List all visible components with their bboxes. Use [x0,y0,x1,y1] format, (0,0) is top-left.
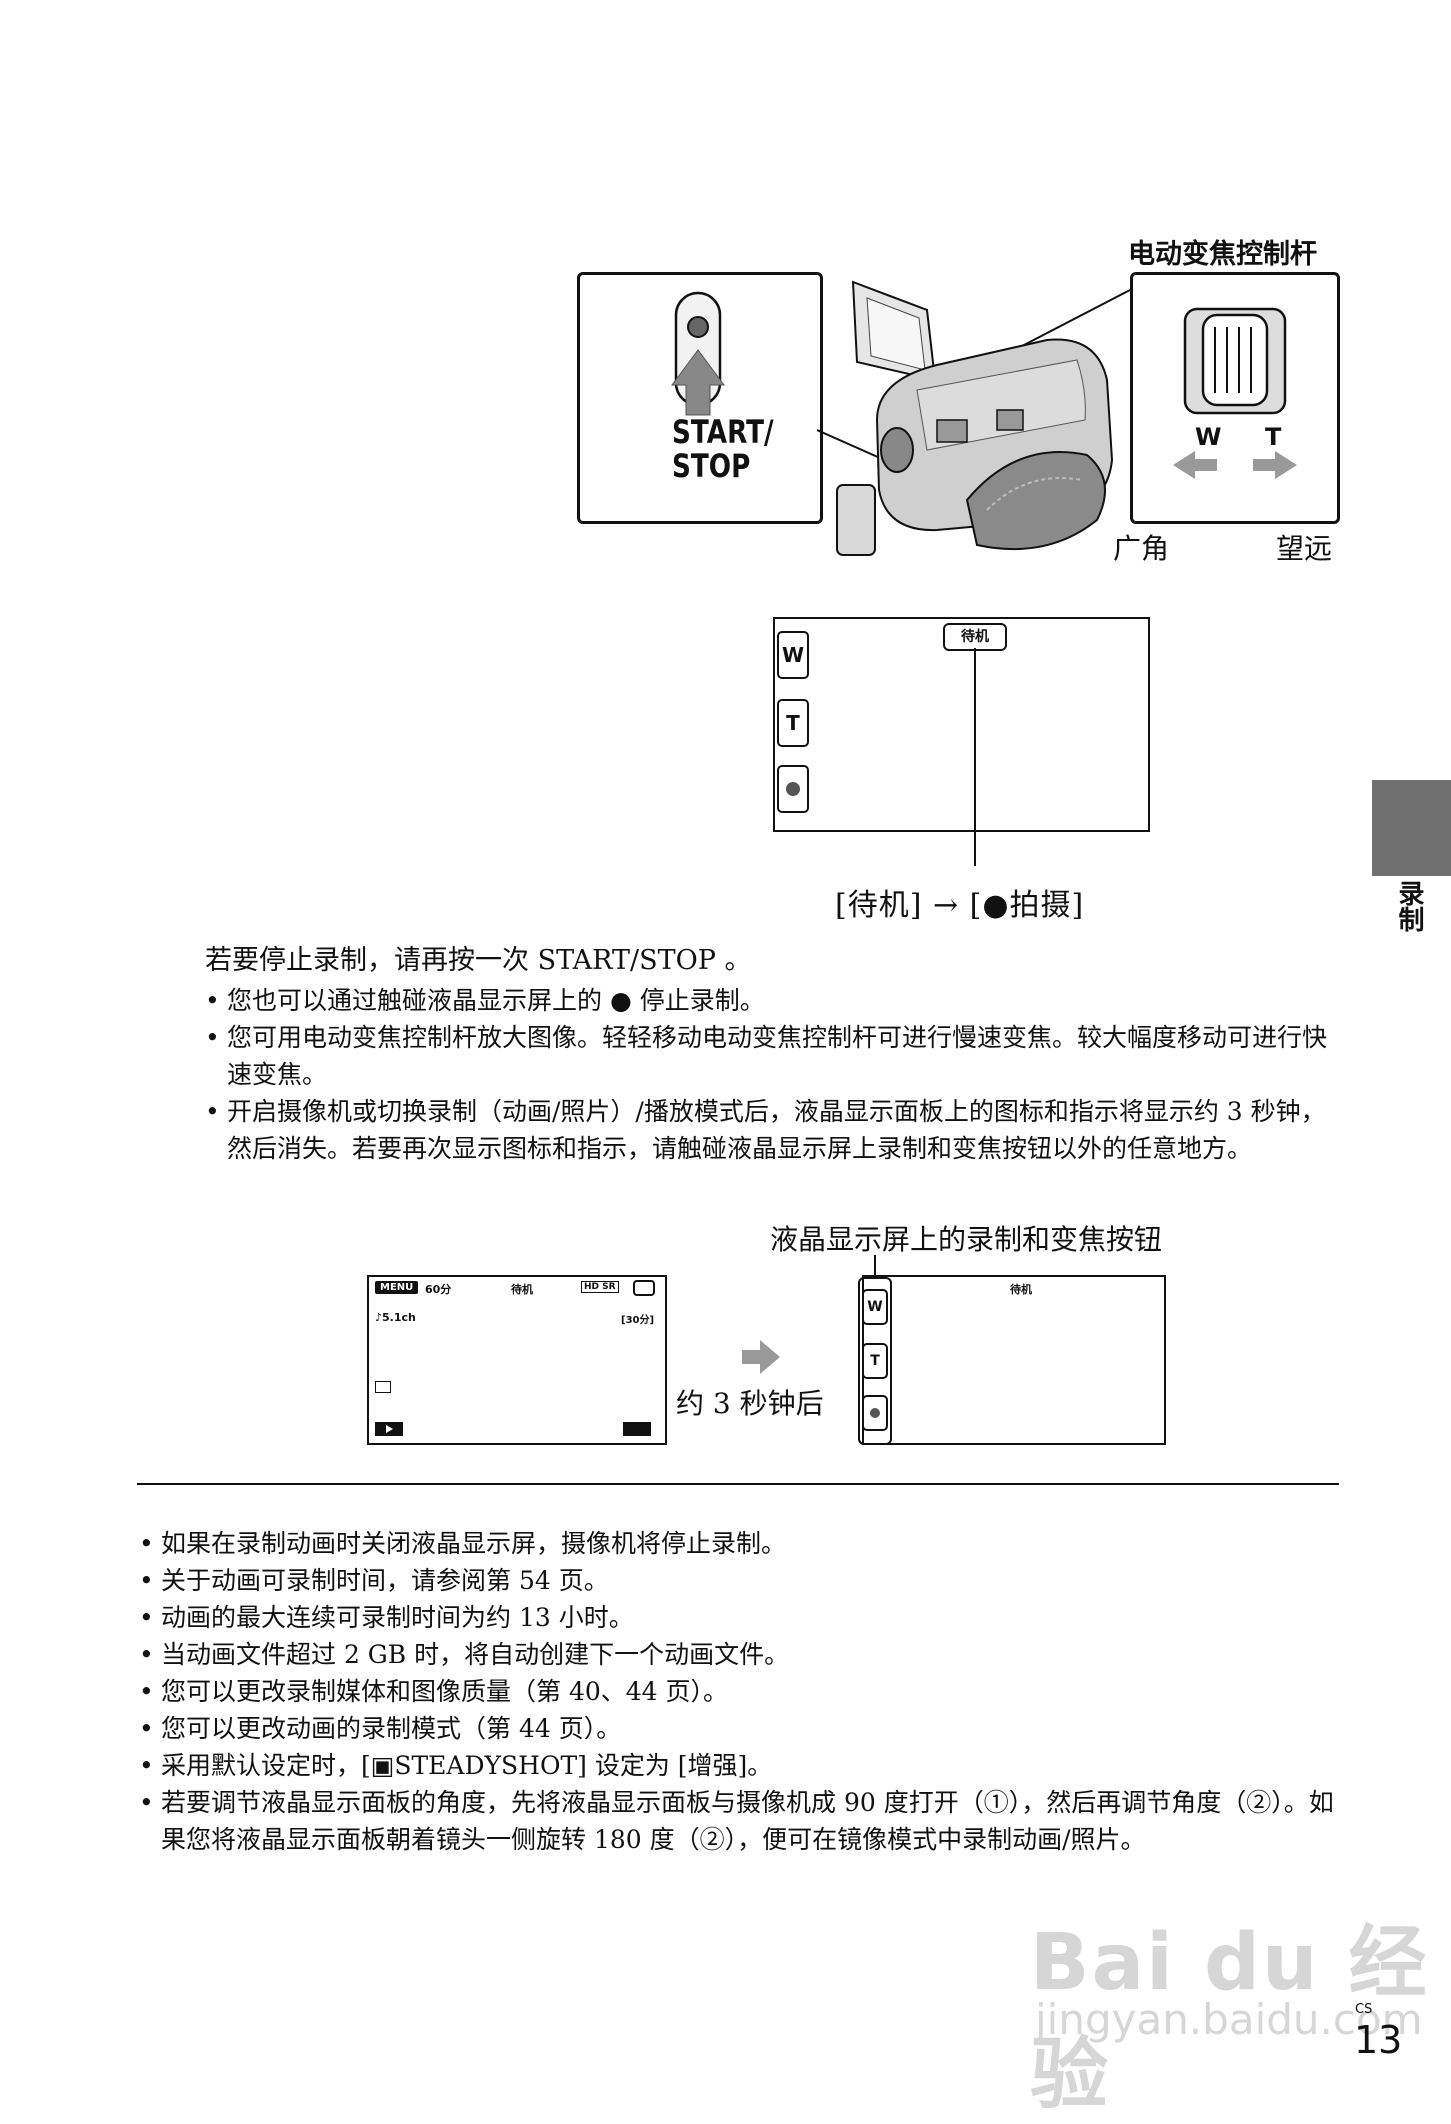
tips-list: 您也可以通过触碰液晶显示屏上的 ● 停止录制。 您可用电动变焦控制杆放大图像。轻… [203,982,1338,1167]
page-language-code: CS [1355,2002,1373,2017]
list-item: 如果在录制动画时关闭液晶显示屏，摄像机将停止录制。 [137,1525,1347,1562]
lcd-screen-full-indicators: MENU 60分 待机 HD SR ♪5.1ch [30分] [367,1275,667,1445]
list-item: 动画的最大连续可录制时间为约 13 小时。 [137,1599,1347,1636]
after-3-seconds-caption: 约 3 秒钟后 [676,1387,824,1420]
zoom-t-label: T [1265,423,1282,451]
audio-mode-indicator: ♪5.1ch [375,1311,416,1324]
notes-list: 如果在录制动画时关闭液晶显示屏，摄像机将停止录制。 关于动画可录制时间，请参阅第… [137,1525,1347,1858]
figure2-title: 液晶显示屏上的录制和变焦按钮 [770,1223,1163,1256]
zoom-record-button-group [858,1277,892,1445]
lcd-screen-after-timeout: W T 待机 [858,1275,1166,1445]
list-item: 关于动画可录制时间，请参阅第 54 页。 [137,1562,1347,1599]
list-item: 采用默认设定时，[▣STEADYSHOT] 设定为 [增强]。 [137,1747,1347,1784]
standby-to-record-caption: [待机] → [●拍摄] [835,888,1085,923]
lcd-zoom-t-button[interactable]: T [777,699,809,747]
standby-indicator: 待机 [943,623,1007,651]
zoom-w-label: W [1195,423,1222,451]
standby-indicator: 待机 [511,1283,533,1296]
zoom-lever-illustration [1173,307,1297,479]
start-stop-callout: START/ STOP [577,272,823,524]
lcd-zoom-w-button[interactable]: W [777,631,809,679]
battery-remaining: 60分 [425,1283,452,1296]
lcd-screen-standby: W T 待机 [773,617,1150,832]
list-item: 当动画文件超过 2 GB 时，将自动创建下一个动画文件。 [137,1636,1347,1673]
record-dot-icon [786,782,800,796]
list-item: 开启摄像机或切换录制（动画/照片）/播放模式后，液晶显示面板上的图标和指示将显示… [203,1093,1338,1167]
zoom-lever-title: 电动变焦控制杆 [1128,239,1317,270]
standby-indicator: 待机 [1010,1283,1032,1296]
section-divider [137,1483,1339,1485]
start-stop-label: START/ STOP [672,413,774,485]
quality-indicator: HD SR [581,1281,619,1293]
section-tab-label: 录制 [1394,880,1424,932]
list-item: 您可用电动变焦控制杆放大图像。轻轻移动电动变焦控制杆可进行慢速变焦。较大幅度移动… [203,1019,1338,1093]
section-tab [1372,780,1451,876]
wide-angle-label: 广角 [1113,532,1170,565]
callout-line [974,648,976,866]
list-item: 您可以更改动画的录制模式（第 44 页）。 [137,1710,1347,1747]
remaining-time: [30分] [621,1315,655,1326]
camera-mode-button[interactable] [623,1422,651,1436]
record-dot-icon [870,1408,880,1418]
lcd-record-button[interactable] [777,765,809,813]
play-icon [385,1425,393,1433]
list-item: 您也可以通过触碰液晶显示屏上的 ● 停止录制。 [203,982,1338,1019]
stop-recording-instruction: 若要停止录制，请再按一次 START/STOP 。 [205,945,752,976]
lcd-record-button[interactable] [862,1395,888,1431]
camcorder-illustration [817,280,1130,556]
callout-line [874,1255,876,1277]
list-item: 若要调节液晶显示面板的角度，先将液晶显示面板与摄像机成 90 度打开（①），然后… [137,1784,1347,1858]
zoom-lever-callout: W T [1130,272,1340,524]
media-icon [633,1280,655,1296]
playback-button[interactable] [375,1422,403,1436]
list-item: 您可以更改录制媒体和图像质量（第 40、44 页）。 [137,1673,1347,1710]
menu-button[interactable]: MENU [375,1281,419,1294]
page-number: 13 [1354,2018,1403,2062]
start-stop-button-illustration [671,291,725,416]
right-arrow-icon [742,1340,780,1374]
lcd-zoom-w-button[interactable]: W [862,1289,888,1325]
steadyshot-icon [375,1381,391,1393]
lcd-zoom-t-button[interactable]: T [862,1343,888,1379]
watermark-url: jingyan.baidu.com [1035,1995,1423,2044]
telephoto-label: 望远 [1276,532,1333,565]
